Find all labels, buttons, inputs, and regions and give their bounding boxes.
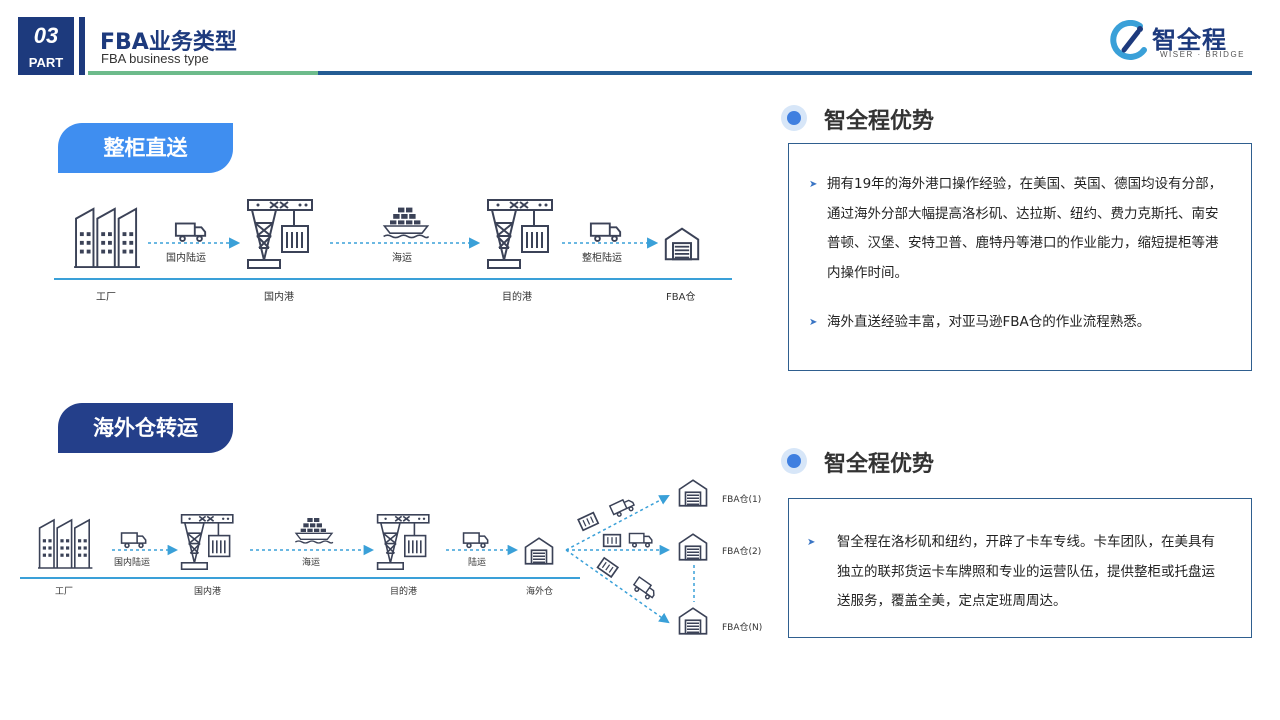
logo-icon [1110, 20, 1147, 60]
node-label: 国内港 [194, 587, 222, 597]
advantage-bullet-icon [781, 448, 807, 474]
truck-icon [589, 222, 622, 242]
logo-subtext: WISER · BRIDGE [1160, 50, 1246, 59]
link-label: 海运 [302, 558, 321, 568]
port-icon [376, 513, 430, 571]
header-rule-blue [318, 71, 1252, 75]
dashed-arrow [565, 495, 670, 551]
truck-icon [120, 532, 147, 549]
header-rule-green [88, 71, 318, 75]
section-tag-overseas: 海外仓转运 [58, 403, 233, 453]
warehouse-icon [664, 227, 700, 261]
node-label: 工厂 [96, 292, 116, 303]
advantage-text: 海外直送经验丰富，对亚马逊FBA仓的作业流程熟悉。 [827, 314, 1151, 330]
destination-label: FBA仓(N) [722, 623, 763, 633]
warehouse-icon [678, 607, 708, 635]
advantage-item: ➤ 智全程在洛杉矶和纽约，开辟了卡车专线。卡车团队，在美具有独立的联邦货运卡车牌… [807, 528, 1227, 617]
advantage-bullet-icon [781, 105, 807, 131]
link-label: 整柜陆运 [582, 253, 622, 264]
link-label: 海运 [392, 253, 412, 264]
advantage-box: ➤ 拥有19年的海外港口操作经验，在美国、英国、德国均设有分部，通过海外分部大幅… [788, 143, 1252, 371]
advantage-title: 智全程优势 [824, 109, 935, 134]
pallet-icon [577, 511, 600, 532]
ship-icon [294, 517, 334, 544]
port-icon [180, 513, 234, 571]
flow-diagram-direct [54, 199, 732, 280]
warehouse-icon [678, 479, 708, 507]
dashed-arrow [565, 549, 670, 624]
pallet-icon [602, 533, 622, 548]
node-label: 目的港 [502, 292, 532, 303]
node-label: 工厂 [55, 587, 74, 597]
advantage-box: ➤ 智全程在洛杉矶和纽约，开辟了卡车专线。卡车团队，在美具有独立的联邦货运卡车牌… [788, 498, 1252, 638]
truck-icon [462, 532, 489, 549]
header-divider [79, 17, 85, 75]
node-label: 目的港 [390, 587, 418, 597]
truck-icon [628, 532, 653, 548]
part-number: 03 [33, 23, 59, 48]
arrow-bullet-icon: ➤ [807, 537, 816, 548]
page-subtitle: FBA business type [101, 51, 209, 66]
warehouse-icon [678, 533, 708, 561]
truck-icon [630, 576, 659, 602]
warehouse-icon [524, 537, 554, 565]
advantage-title: 智全程优势 [824, 452, 935, 477]
node-label: FBA仓 [666, 292, 696, 303]
logo-text: 智全程 [1152, 26, 1227, 54]
link-label: 陆运 [468, 558, 487, 568]
link-label: 国内陆运 [166, 253, 206, 264]
node-label: 国内港 [264, 292, 294, 303]
advantage-text: 智全程在洛杉矶和纽约，开辟了卡车专线。卡车团队，在美具有独立的联邦货运卡车牌照和… [837, 534, 1215, 609]
port-icon [247, 199, 313, 269]
node-label: 海外仓 [526, 587, 554, 597]
arrow-bullet-icon: ➤ [809, 317, 818, 328]
factory-icon [74, 207, 141, 269]
advantage-item: ➤ 拥有19年的海外港口操作经验，在美国、英国、德国均设有分部，通过海外分部大幅… [809, 170, 1229, 288]
advantage-item: ➤ 海外直送经验丰富，对亚马逊FBA仓的作业流程熟悉。 [809, 308, 1229, 338]
destination-label: FBA仓(2) [722, 547, 762, 557]
ship-icon [382, 206, 430, 239]
part-badge: 03 PART [18, 17, 74, 75]
arrow-bullet-icon: ➤ [809, 179, 818, 190]
truck-icon [174, 222, 207, 242]
flow-diagram-overseas [20, 479, 708, 635]
port-icon [487, 199, 553, 269]
link-label: 国内陆运 [114, 558, 151, 568]
advantage-text: 拥有19年的海外港口操作经验，在美国、英国、德国均设有分部，通过海外分部大幅提高… [827, 176, 1223, 281]
destination-label: FBA仓(1) [722, 495, 762, 505]
section-tag-direct: 整柜直送 [58, 123, 233, 173]
page-title: FBA业务类型 [100, 30, 237, 55]
part-word: PART [28, 55, 64, 70]
factory-icon [38, 519, 94, 569]
